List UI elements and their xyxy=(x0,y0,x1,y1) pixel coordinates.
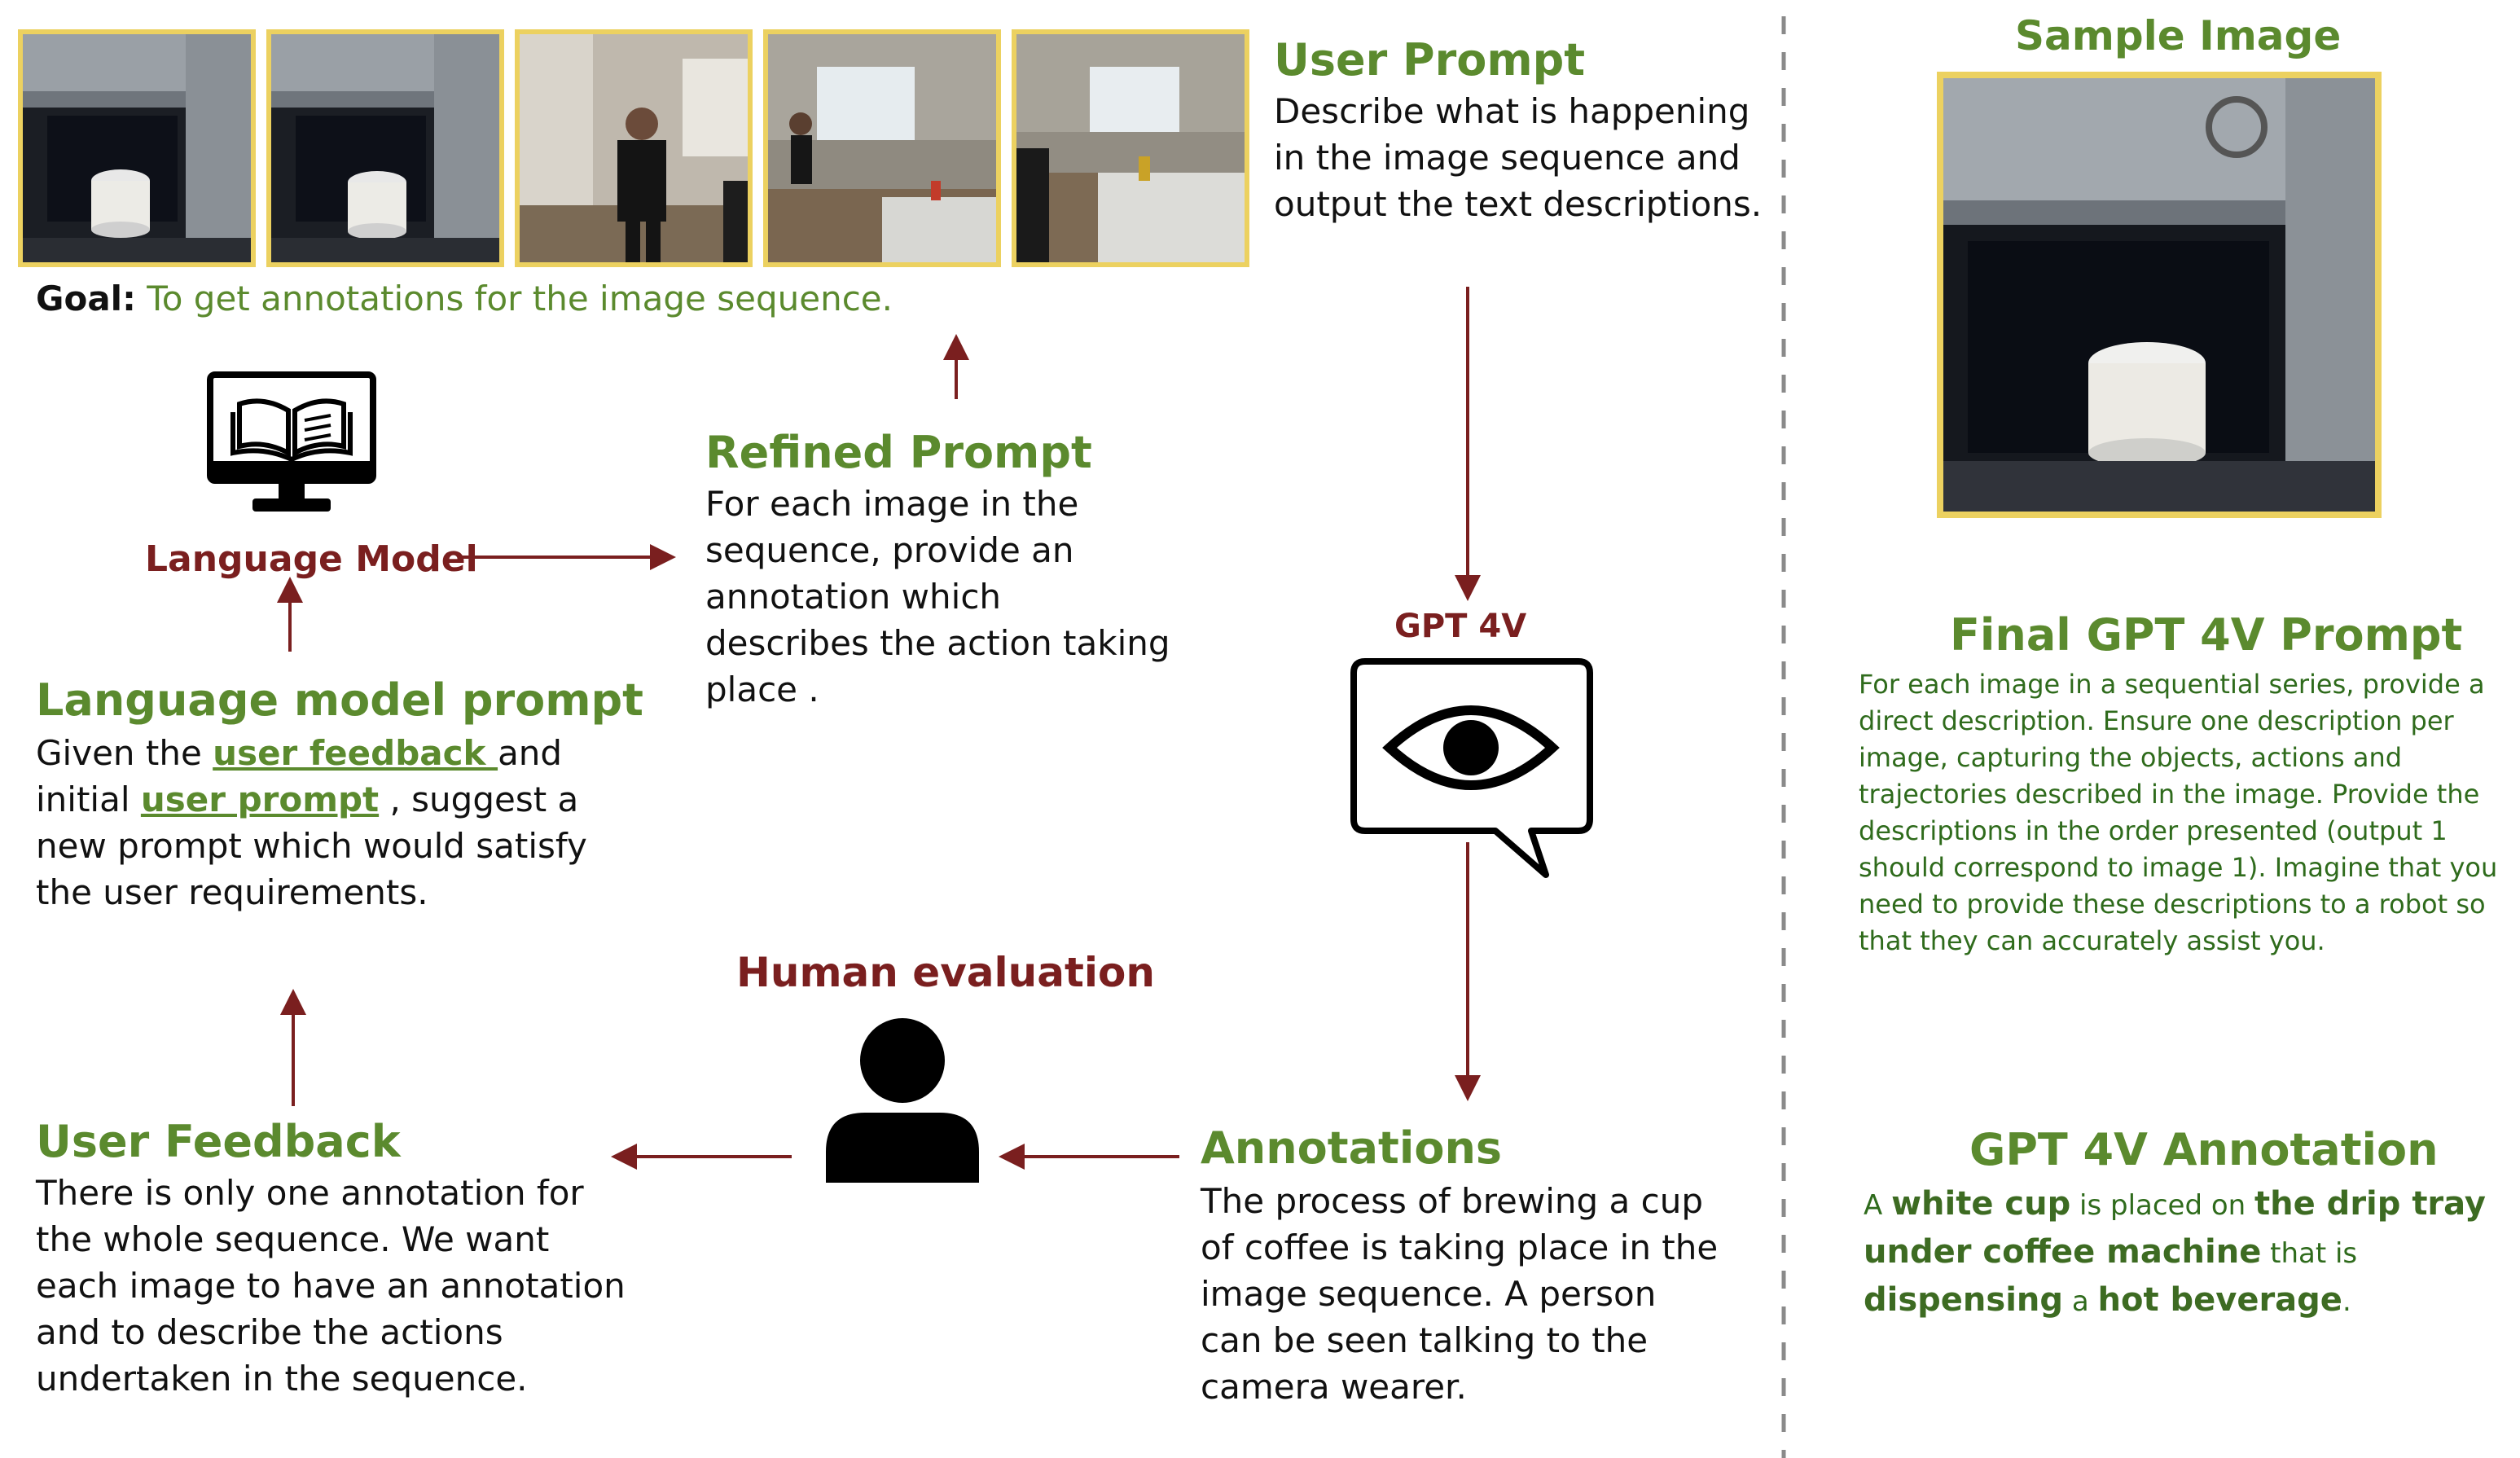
final-prompt-title: Final GPT 4V Prompt xyxy=(1950,609,2463,661)
user-feedback-line: and to describe the actions xyxy=(36,1312,503,1352)
goal-statement: Goal: To get annotations for the image s… xyxy=(36,277,893,321)
annotations-title: Annotations xyxy=(1201,1122,1503,1174)
final-prompt-body: For each image in a sequential series, p… xyxy=(1859,666,2497,960)
refined-prompt-line: annotation which xyxy=(705,577,1002,617)
annotation-object: under coffee machine xyxy=(1864,1233,2262,1271)
annotation-text: . xyxy=(2342,1285,2351,1318)
eye-speech-bubble-icon xyxy=(1349,657,1601,885)
lm-prompt-line-2: initial user prompt , suggest a xyxy=(36,776,587,823)
user-feedback-line: There is only one annotation for xyxy=(36,1173,584,1213)
lm-prompt-text: and xyxy=(498,733,563,773)
sequence-frame-4 xyxy=(763,29,1001,267)
user-prompt-body: Describe what is happening in the image … xyxy=(1274,88,1762,227)
language-model-prompt-body: Given the user feedback and initial user… xyxy=(36,730,587,916)
user-prompt-line: Describe what is happening xyxy=(1274,91,1750,131)
final-prompt-line: that they can accurately assist you. xyxy=(1859,925,2325,956)
sequence-frame-5 xyxy=(1012,29,1249,267)
lm-prompt-text: , suggest a xyxy=(379,780,579,819)
annotations-body: The process of brewing a cup of coffee i… xyxy=(1201,1178,1718,1410)
annotations-line: of coffee is taking place in the xyxy=(1201,1227,1719,1267)
user-feedback-body: There is only one annotation for the who… xyxy=(36,1170,626,1402)
gpt4v-annotation-line-2: under coffee machine that is xyxy=(1864,1229,2486,1277)
lm-prompt-text: initial xyxy=(36,780,141,819)
user-feedback-line: each image to have an annotation xyxy=(36,1266,626,1306)
refined-prompt-line: For each image in the xyxy=(705,484,1079,524)
lm-prompt-line-3: new prompt which would satisfy xyxy=(36,826,587,866)
user-prompt-title: User Prompt xyxy=(1274,34,1586,86)
annotation-text: that is xyxy=(2261,1237,2358,1270)
sequence-frame-3 xyxy=(515,29,753,267)
lm-prompt-text: Given the xyxy=(36,733,213,773)
final-prompt-line: trajectories described in the image. Pro… xyxy=(1859,779,2480,810)
final-prompt-line: need to provide these descriptions to a … xyxy=(1859,889,2486,920)
sequence-frame-1 xyxy=(18,29,256,267)
final-prompt-line: direct description. Ensure one descripti… xyxy=(1859,705,2454,736)
user-feedback-line: the whole sequence. We want xyxy=(36,1219,550,1259)
annotations-line: image sequence. A person xyxy=(1201,1274,1657,1314)
monitor-book-icon xyxy=(207,371,376,515)
final-prompt-line: image, capturing the objects, actions an… xyxy=(1859,742,2403,773)
user-feedback-line: undertaken in the sequence. xyxy=(36,1359,528,1399)
user-prompt-link[interactable]: user prompt xyxy=(140,780,380,819)
user-prompt-line: output the text descriptions. xyxy=(1274,184,1763,224)
lm-prompt-line-4: the user requirements. xyxy=(36,872,428,912)
language-model-prompt-title: Language model prompt xyxy=(36,674,643,726)
annotation-text: A xyxy=(1864,1189,1892,1222)
annotation-object: white cup xyxy=(1891,1185,2071,1223)
user-prompt-line: in the image sequence and xyxy=(1274,138,1741,178)
annotation-text: is placed on xyxy=(2070,1189,2255,1222)
goal-label: Goal: xyxy=(36,279,136,318)
annotation-action: dispensing xyxy=(1864,1281,2064,1319)
annotations-line: camera wearer. xyxy=(1201,1367,1467,1407)
human-evaluation-label: Human evaluation xyxy=(736,949,1155,996)
user-feedback-title: User Feedback xyxy=(36,1116,401,1167)
annotation-object: the drip tray xyxy=(2254,1185,2486,1223)
gpt4v-annotation-body: A white cup is placed on the drip tray u… xyxy=(1864,1181,2486,1325)
user-feedback-link[interactable]: user feedback xyxy=(213,733,498,773)
refined-prompt-line: place . xyxy=(705,670,819,709)
sample-image-title: Sample Image xyxy=(2015,12,2342,59)
annotations-line: can be seen talking to the xyxy=(1201,1320,1649,1360)
annotation-object: hot beverage xyxy=(2097,1281,2342,1319)
lm-prompt-line-1: Given the user feedback and xyxy=(36,730,587,776)
refined-prompt-body: For each image in the sequence, provide … xyxy=(705,481,1170,713)
gpt4v-annotation-title: GPT 4V Annotation xyxy=(1969,1124,2439,1175)
goal-text: To get annotations for the image sequenc… xyxy=(147,279,893,318)
final-prompt-line: descriptions in the order presented (out… xyxy=(1859,815,2448,846)
gpt4v-annotation-line-1: A white cup is placed on the drip tray xyxy=(1864,1181,2486,1229)
person-icon xyxy=(823,1015,982,1186)
sample-image xyxy=(1937,72,2382,518)
annotations-line: The process of brewing a cup xyxy=(1201,1181,1703,1221)
final-prompt-line: should correspond to image 1). Imagine t… xyxy=(1859,852,2498,883)
refined-prompt-line: describes the action taking xyxy=(705,623,1170,663)
annotation-text: a xyxy=(2063,1285,2098,1318)
sequence-frame-2 xyxy=(266,29,504,267)
refined-prompt-title: Refined Prompt xyxy=(705,427,1092,478)
gpt4v-label: GPT 4V xyxy=(1394,608,1527,645)
language-model-label: Language Model xyxy=(145,538,478,580)
gpt4v-annotation-line-3: dispensing a hot beverage. xyxy=(1864,1277,2486,1325)
refined-prompt-line: sequence, provide an xyxy=(705,530,1074,570)
final-prompt-line: For each image in a sequential series, p… xyxy=(1859,669,2485,700)
